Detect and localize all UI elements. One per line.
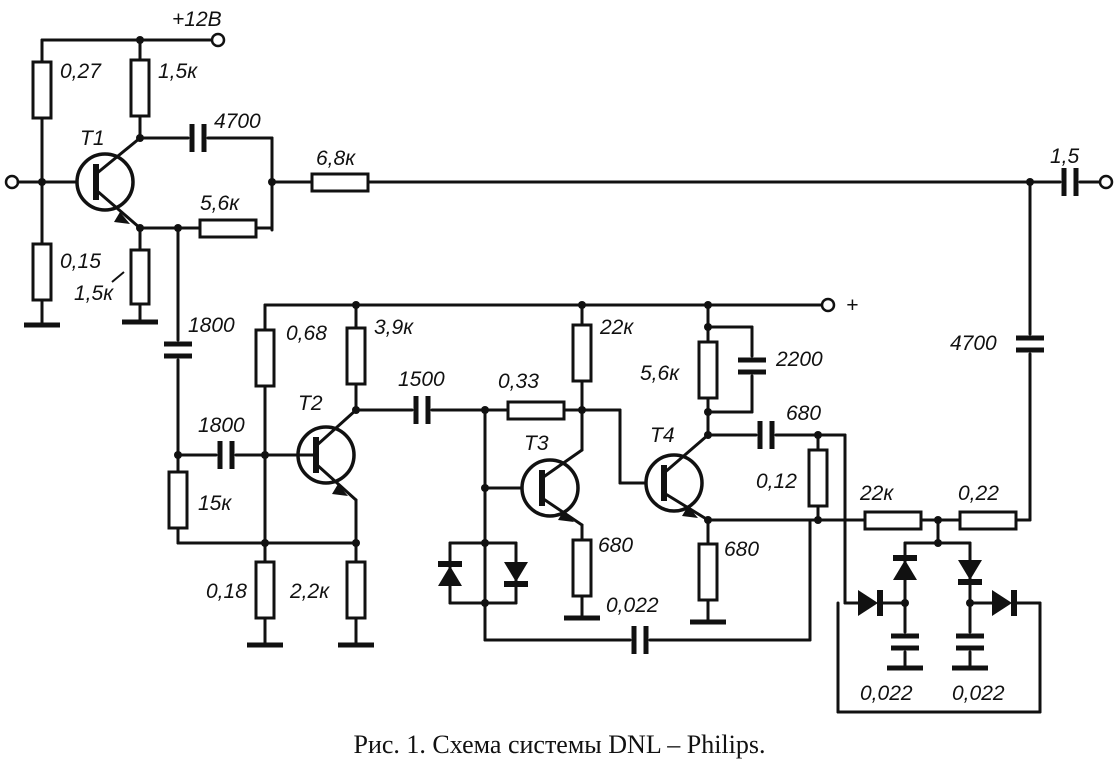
- label-c680: 680: [786, 402, 821, 425]
- label-c0022b: 0,022: [860, 682, 913, 705]
- diode-down: [504, 562, 528, 582]
- label-r012: 0,12: [756, 470, 797, 493]
- label-r56kb: 5,6к: [640, 362, 680, 385]
- output-terminal: [1098, 174, 1114, 190]
- resistor-0-33: [506, 400, 566, 421]
- diode-up: [438, 566, 462, 586]
- label-c4700b: 4700: [950, 332, 997, 355]
- stage-t2: [247, 297, 836, 648]
- label-c2200: 2200: [775, 348, 823, 371]
- resistor-680-t3: [571, 538, 593, 598]
- label-r68k: 6,8к: [316, 147, 356, 170]
- input-terminal: [4, 174, 20, 190]
- figure-caption: Рис. 1. Схема системы DNL – Philips.: [353, 730, 766, 759]
- label-r22kc: 2,2к: [289, 580, 330, 603]
- label-t1: T1: [80, 127, 105, 150]
- transistor-t1: [75, 152, 135, 212]
- label-c1: 4700: [214, 110, 261, 133]
- component-labels: +12В 0,27 1,5к 4700 T1 6,8к 1,5 5,6к 0,1…: [60, 8, 1080, 705]
- resistor-6-8k: [310, 172, 370, 193]
- resistor-5-6k: [697, 340, 719, 400]
- label-r2: 1,5к: [158, 60, 198, 83]
- diode-up-b: [893, 560, 917, 580]
- main-line: [270, 168, 1114, 522]
- stage-t1: [4, 32, 276, 328]
- label-plus: +: [846, 294, 858, 317]
- plus-terminal: [820, 297, 836, 313]
- resistor-22k-bottom: [863, 510, 923, 531]
- resistor-1-5k-bottom: [129, 248, 151, 306]
- label-r56ka: 5,6к: [200, 192, 240, 215]
- label-r680b: 680: [724, 538, 759, 561]
- resistor-15k: [167, 470, 189, 530]
- label-t2: T2: [298, 392, 323, 415]
- label-supply: +12В: [172, 8, 222, 31]
- label-t4: T4: [650, 424, 675, 447]
- transistor-t2: [296, 425, 356, 485]
- label-c0022a: 0,022: [606, 594, 659, 617]
- label-t3: T3: [524, 432, 549, 455]
- diode-down-b: [958, 560, 982, 580]
- resistor-0-15: [31, 242, 53, 302]
- label-r22kb: 22к: [859, 482, 894, 505]
- label-r022: 0,22: [958, 482, 999, 505]
- resistor-1-5k-top: [129, 58, 151, 118]
- stage-t4: [618, 303, 867, 642]
- label-r22ka: 22к: [599, 316, 634, 339]
- circuit-schematic: +12В 0,27 1,5к 4700 T1 6,8к 1,5 5,6к 0,1…: [4, 8, 1114, 714]
- label-r15k: 15к: [198, 492, 232, 515]
- label-r4: 1,5к: [74, 282, 114, 305]
- label-cout: 1,5: [1050, 145, 1080, 168]
- resistor-0-68: [254, 328, 276, 388]
- resistor-5-6k-feedback: [198, 218, 258, 239]
- label-r3: 0,15: [60, 250, 101, 273]
- supply-terminal: [210, 32, 226, 48]
- resistor-680-t4: [697, 542, 719, 602]
- resistor-22k-top: [571, 323, 593, 383]
- label-r018: 0,18: [206, 580, 247, 603]
- stage-t3: [438, 303, 812, 654]
- diode-right-a: [858, 590, 878, 616]
- detector-network: [836, 433, 1042, 714]
- resistor-0-12: [807, 448, 829, 508]
- label-r068: 0,68: [286, 322, 327, 345]
- label-c1800b: 1800: [198, 414, 245, 437]
- resistor-3-9k: [345, 326, 367, 386]
- resistor-0-22: [958, 510, 1018, 531]
- label-c1500: 1500: [398, 368, 445, 391]
- transistor-t4: [644, 453, 704, 513]
- label-r033: 0,33: [498, 370, 539, 393]
- diode-right-b: [992, 590, 1012, 616]
- label-r1: 0,27: [60, 60, 102, 83]
- label-r680a: 680: [598, 534, 633, 557]
- resistor-0-27: [31, 60, 53, 120]
- transistor-t3: [520, 458, 580, 518]
- label-c1800a: 1800: [188, 314, 235, 337]
- resistor-2-2k: [345, 560, 367, 620]
- label-c0022c: 0,022: [952, 682, 1005, 705]
- resistor-0-18: [254, 560, 276, 620]
- label-r39k: 3,9к: [374, 316, 414, 339]
